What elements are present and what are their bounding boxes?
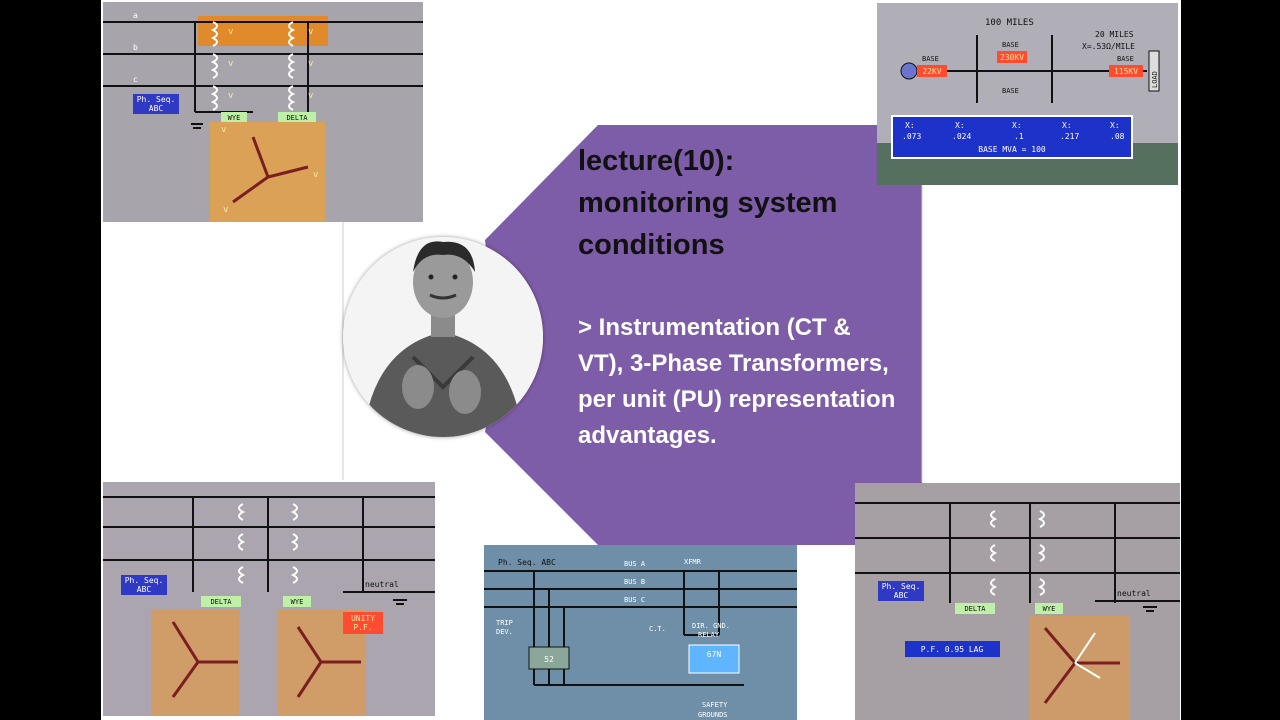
- svg-text:ABC: ABC: [894, 591, 909, 600]
- ct-label: C.T.: [649, 625, 666, 633]
- relay-code: 67N: [707, 650, 722, 659]
- lecture-title: lecture(10): monitoring system condition…: [578, 140, 898, 266]
- delta-label: DELTA: [286, 114, 308, 122]
- breaker-label: 52: [544, 655, 554, 664]
- panel-delta-wye-lagging-pf: Ph. Seq. ABC DELTA WYE neutral P.F. 0.95…: [855, 483, 1180, 720]
- svg-text:v: v: [228, 27, 233, 37]
- svg-text:RELAY: RELAY: [698, 631, 720, 639]
- wye-label: WYE: [1043, 605, 1056, 613]
- trip-label: TRIP: [496, 619, 513, 627]
- reactance-value-1: .073: [902, 132, 921, 141]
- lecture-title-line: lecture(10):: [578, 145, 735, 177]
- svg-text:X:: X:: [1012, 121, 1022, 130]
- delta-label: DELTA: [210, 598, 232, 606]
- svg-text:v: v: [308, 27, 313, 37]
- kv-value-1: 22KV: [922, 67, 941, 76]
- svg-text:X:: X:: [955, 121, 965, 130]
- load-label: LOAD: [1151, 71, 1159, 88]
- svg-text:v: v: [221, 125, 226, 135]
- svg-text:v: v: [308, 59, 313, 69]
- svg-text:GROUNDS: GROUNDS: [698, 711, 728, 719]
- svg-text:v: v: [223, 205, 228, 215]
- base-mva-label: BASE MVA = 100: [978, 145, 1046, 154]
- miles-left: 100 MILES: [985, 18, 1034, 28]
- kv-value-2: 230KV: [1000, 53, 1024, 62]
- svg-text:BASE: BASE: [1002, 87, 1019, 95]
- svg-text:BUS B: BUS B: [624, 578, 645, 586]
- svg-text:c: c: [133, 75, 138, 84]
- svg-text:BUS C: BUS C: [624, 596, 645, 604]
- unity-pf-label: UNITY: [351, 614, 375, 623]
- ohm-per-mile: X=.53Ω/MILE: [1082, 42, 1135, 51]
- svg-text:v: v: [313, 170, 318, 180]
- panel-delta-wye-unity-pf: Ph. Seq. ABC DELTA WYE neutral UNITY P.F…: [103, 482, 435, 716]
- reactance-value-5: .08: [1110, 132, 1125, 141]
- phase-seq-label: Ph. Seq.: [137, 95, 176, 104]
- safety-grounds-label: SAFETY: [702, 701, 728, 709]
- lecture-title-line: monitoring system: [578, 187, 838, 219]
- speaker-portrait: [343, 237, 543, 437]
- neutral-label: neutral: [365, 580, 399, 589]
- panel-bus-relay-schematic: Ph. Seq. ABC BUS A BUS B BUS C XFMR TRIP…: [484, 545, 797, 720]
- svg-text:P.F.: P.F.: [353, 623, 372, 632]
- svg-text:v: v: [308, 91, 313, 101]
- reactance-value-2: .024: [952, 132, 971, 141]
- svg-text:v: v: [228, 59, 233, 69]
- relay-label: DIR. GND.: [692, 622, 730, 630]
- svg-text:DEV.: DEV.: [496, 628, 513, 636]
- svg-text:a: a: [133, 11, 138, 20]
- wye-label: WYE: [291, 598, 304, 606]
- svg-text:X:: X:: [1110, 121, 1120, 130]
- panel-per-unit-one-line: 100 MILES 20 MILES X=.53Ω/MILE 22KV 230K…: [877, 3, 1178, 185]
- speaker-photo-icon: [343, 237, 543, 437]
- svg-text:v: v: [228, 91, 233, 101]
- neutral-label: neutral: [1117, 589, 1151, 598]
- delta-label: DELTA: [964, 605, 986, 613]
- phase-seq-label: Ph. Seq.: [882, 582, 921, 591]
- lecture-title-line: conditions: [578, 229, 725, 261]
- svg-text:b: b: [133, 43, 138, 52]
- reactance-value-3: .1: [1014, 132, 1024, 141]
- svg-text:ABC: ABC: [149, 104, 164, 113]
- miles-right: 20 MILES: [1095, 30, 1134, 39]
- phase-seq-label: Ph. Seq. ABC: [498, 558, 556, 567]
- svg-text:BASE: BASE: [922, 55, 939, 63]
- xfmr-label: XFMR: [684, 558, 702, 566]
- svg-text:BASE: BASE: [1002, 41, 1019, 49]
- svg-text:ABC: ABC: [137, 585, 152, 594]
- wye-label: WYE: [228, 114, 241, 122]
- phase-seq-label: Ph. Seq.: [125, 576, 164, 585]
- lecture-description: > Instrumentation (CT & VT), 3-Phase Tra…: [578, 314, 896, 449]
- svg-text:BUS A: BUS A: [624, 560, 646, 568]
- svg-text:X:: X:: [1062, 121, 1072, 130]
- svg-text:BASE: BASE: [1117, 55, 1134, 63]
- pf-label: P.F. 0.95 LAG: [921, 645, 984, 654]
- svg-text:X:: X:: [905, 121, 915, 130]
- kv-value-3: 115KV: [1114, 67, 1138, 76]
- reactance-value-4: .217: [1060, 132, 1079, 141]
